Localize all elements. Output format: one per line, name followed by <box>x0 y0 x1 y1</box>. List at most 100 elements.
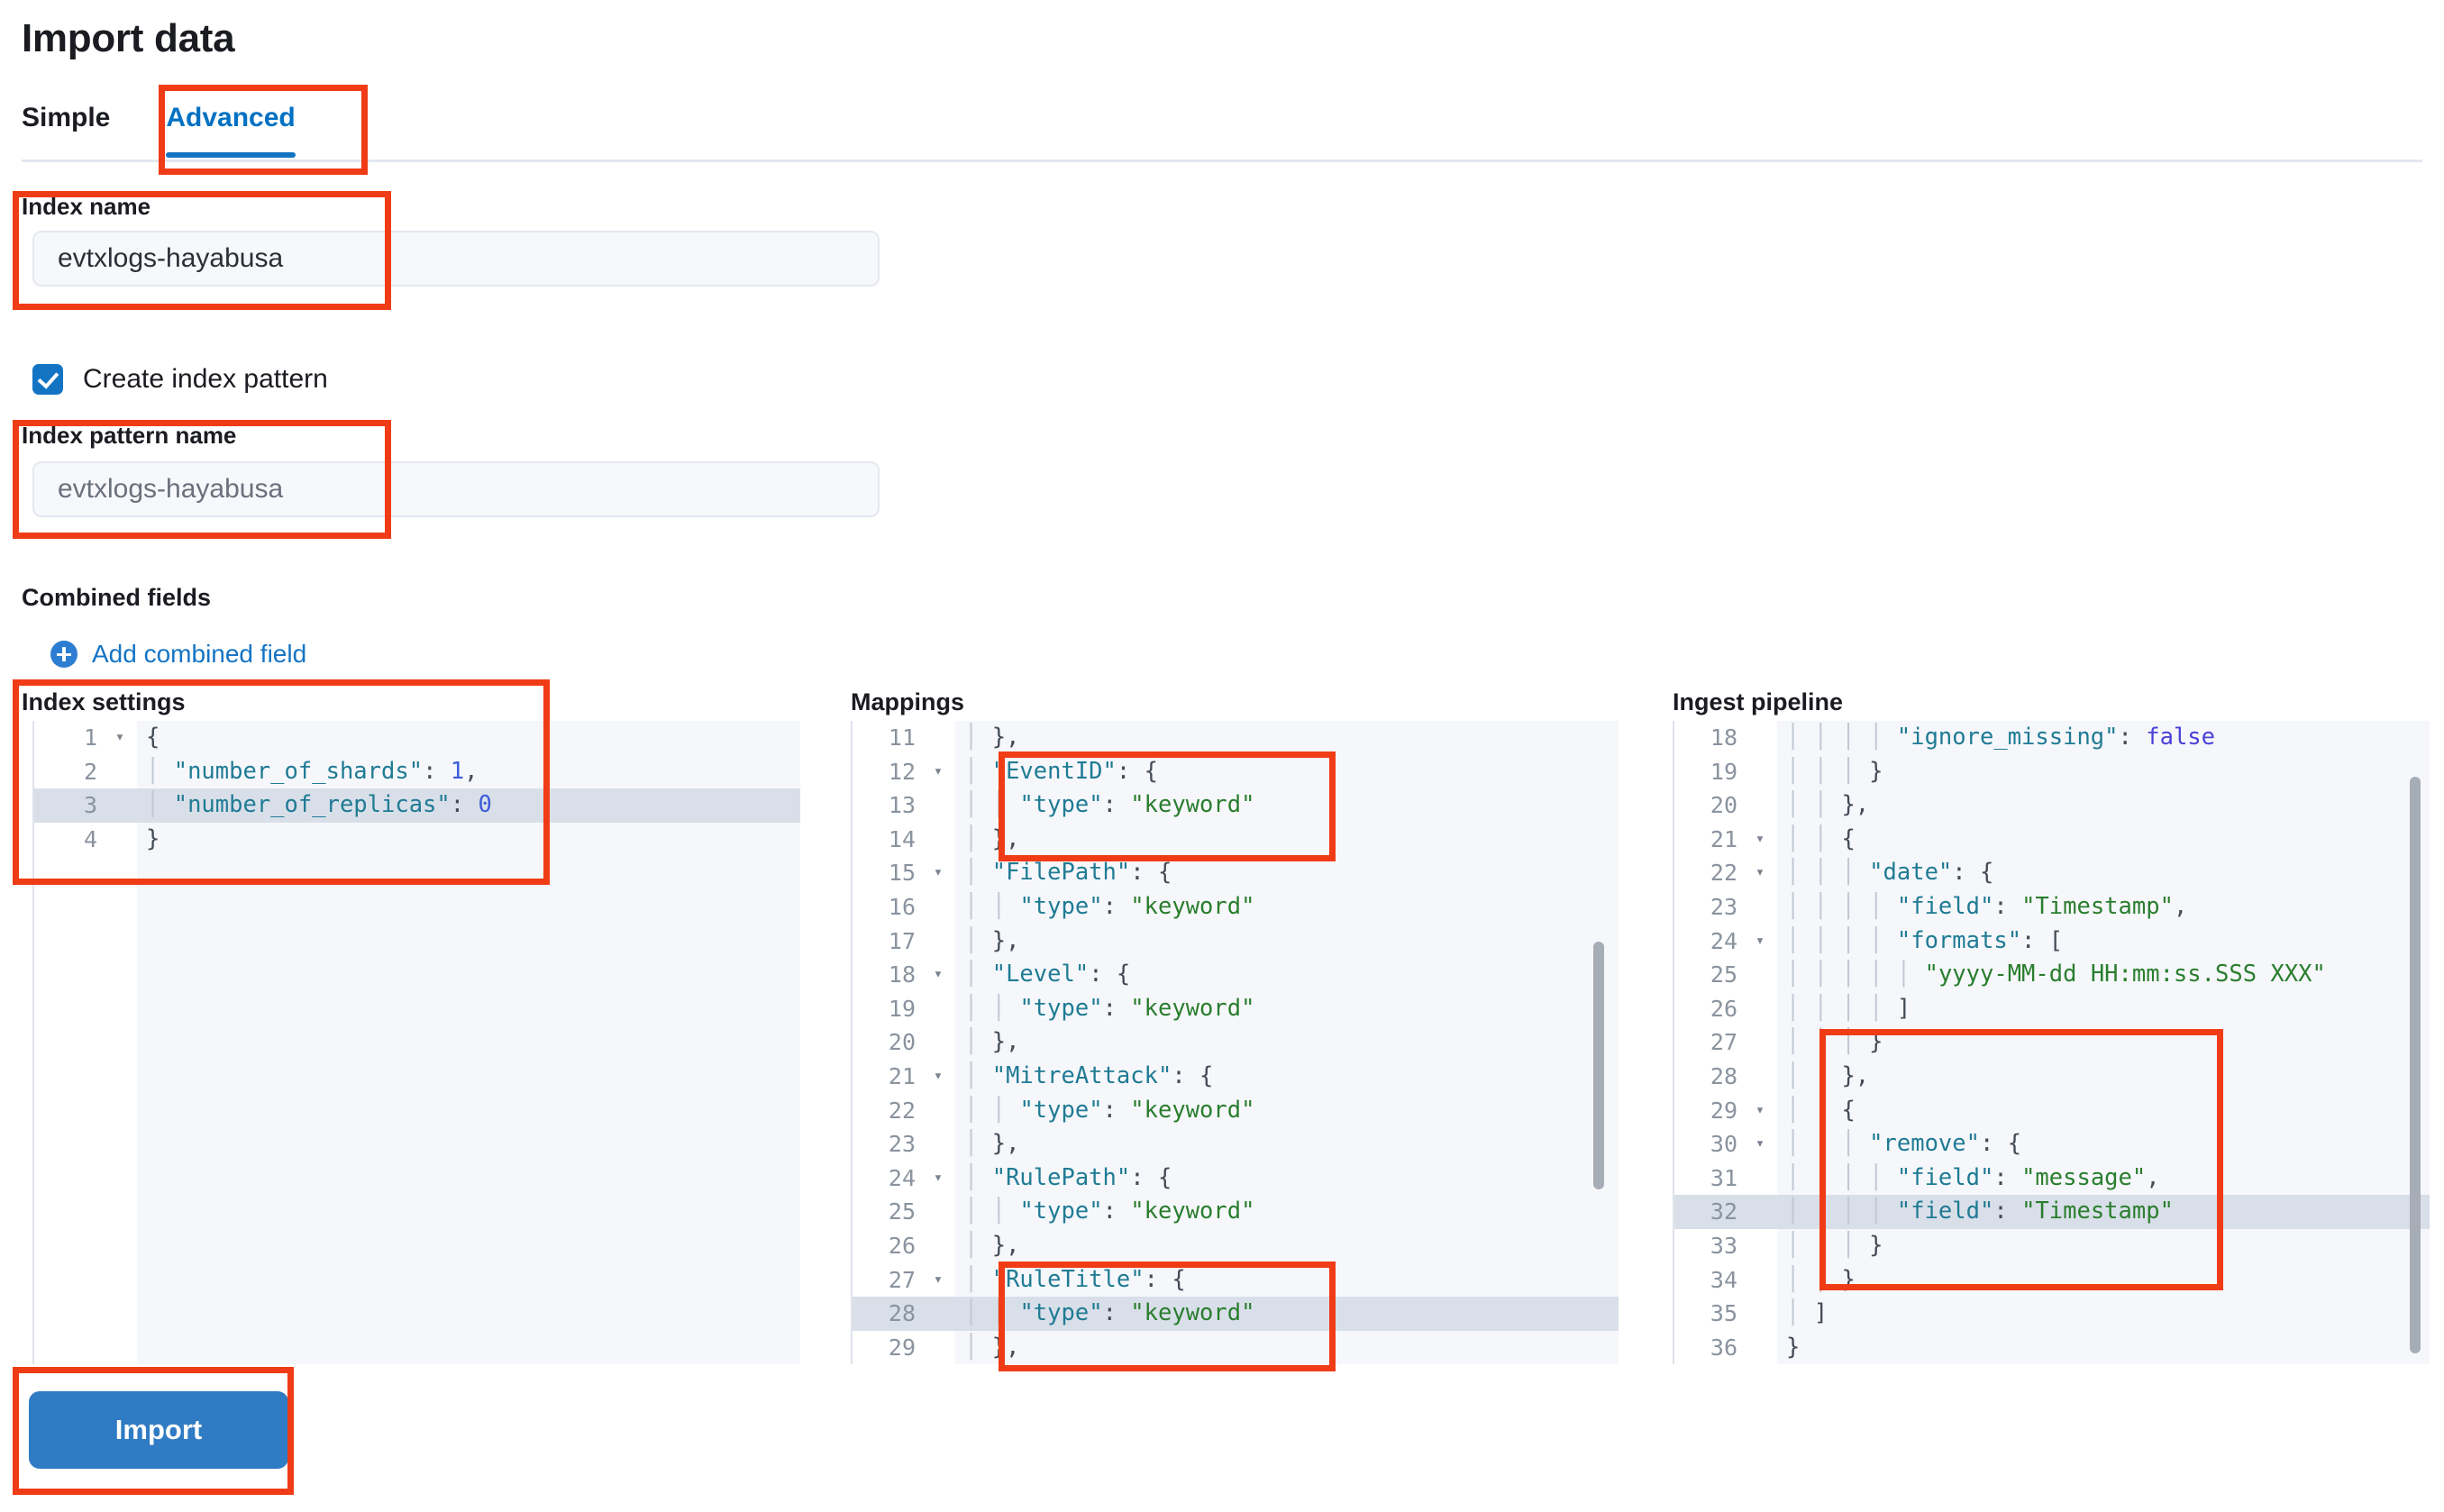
code-line[interactable]: 15 ▾ │ "FilePath": { <box>853 856 1619 890</box>
code-text: │ "EventID": { <box>964 757 1158 785</box>
code-text: │ │ "type": "keyword" <box>964 1096 1255 1124</box>
mappings-title: Mappings <box>851 688 964 715</box>
code-line[interactable]: 25│ │ │ │ │ "yyyy-MM-dd HH:mm:ss.SSS XXX… <box>1674 958 2430 992</box>
fold-arrow-icon[interactable]: ▾ <box>1755 1100 1765 1119</box>
code-line[interactable]: 20│ │ }, <box>1674 788 2430 823</box>
fold-arrow-icon[interactable]: ▾ <box>933 1066 944 1085</box>
fold-arrow-icon[interactable]: ▾ <box>933 965 944 984</box>
code-line[interactable]: 34│ │ } <box>1674 1263 2430 1298</box>
code-line[interactable]: 30▾│ │ │ "remove": { <box>1674 1127 2430 1161</box>
code-text: │ │ }, <box>1786 1061 1870 1089</box>
mappings-editor[interactable]: 11│ },12▾│ "EventID": {13│ │ "type": "ke… <box>851 721 1619 1364</box>
line-number: 23 <box>1710 893 1737 920</box>
code-text: │ │ { <box>1786 1096 1856 1124</box>
line-number: 15 <box>888 860 916 887</box>
code-line[interactable]: 21▾│ │ { <box>1674 823 2430 857</box>
code-line[interactable]: 24▾│ "RulePath": { <box>853 1161 1619 1196</box>
tab-advanced[interactable]: Advanced <box>133 97 325 158</box>
index-pattern-name-input[interactable]: evtxlogs-hayabusa <box>32 461 880 517</box>
line-number: 20 <box>1710 792 1737 819</box>
line-number: 27 <box>888 1266 916 1293</box>
code-line[interactable]: 33│ │ │ } <box>1674 1229 2430 1263</box>
line-number: 28 <box>1710 1062 1737 1089</box>
code-text: │ "FilePath": { <box>964 859 1172 887</box>
code-line[interactable]: 26│ }, <box>853 1229 1619 1263</box>
fold-arrow-icon[interactable]: ▾ <box>933 1168 944 1187</box>
create-index-pattern-row[interactable]: Create index pattern <box>32 364 328 395</box>
fold-arrow-icon[interactable]: ▾ <box>114 728 125 746</box>
code-text: │ │ │ } <box>1786 1028 1883 1056</box>
code-line[interactable]: 1▾{ <box>34 721 800 755</box>
ingest-pipeline-scrollbar-thumb[interactable] <box>2410 777 2421 1353</box>
code-line[interactable]: 22▾│ │ │ "date": { <box>1674 856 2430 890</box>
code-line[interactable]: 14│ }, <box>853 823 1619 857</box>
code-text: │ "MitreAttack": { <box>964 1061 1214 1089</box>
code-line[interactable]: 32│ │ │ │ "field": "Timestamp" <box>1674 1195 2430 1229</box>
code-line[interactable]: 13│ │ "type": "keyword" <box>853 788 1619 823</box>
code-line[interactable]: 18▾│ "Level": { <box>853 958 1619 992</box>
code-line[interactable]: 20│ }, <box>853 1025 1619 1060</box>
code-line[interactable]: 29 │ }, <box>853 1331 1619 1364</box>
fold-arrow-icon[interactable]: ▾ <box>1755 1134 1765 1153</box>
code-text: │ "number_of_replicas": 0 <box>146 791 492 819</box>
import-button[interactable]: Import <box>29 1391 288 1469</box>
code-line[interactable]: 18│ │ │ │ "ignore_missing": false <box>1674 721 2430 755</box>
code-line[interactable]: 16│ │ "type": "keyword" <box>853 890 1619 925</box>
code-line[interactable]: 12▾│ "EventID": { <box>853 755 1619 789</box>
add-combined-field-button[interactable]: Add combined field <box>50 640 306 669</box>
code-line[interactable]: 28 │ │ }, <box>1674 1060 2430 1094</box>
line-number: 28 <box>888 1300 916 1327</box>
tab-simple[interactable]: Simple <box>22 103 111 132</box>
code-line[interactable]: 17│ }, <box>853 925 1619 959</box>
code-line[interactable]: 29▾│ │ { <box>1674 1094 2430 1128</box>
fold-arrow-icon[interactable]: ▾ <box>1755 931 1765 950</box>
code-line[interactable]: 19│ │ │ } <box>1674 755 2430 789</box>
fold-arrow-icon[interactable]: ▾ <box>933 863 944 882</box>
code-line[interactable]: 28 │ │ "type": "keyword" <box>853 1297 1619 1331</box>
mappings-scrollbar-thumb[interactable] <box>1593 942 1604 1189</box>
code-line[interactable]: 36} <box>1674 1331 2430 1364</box>
line-number: 4 <box>83 825 97 852</box>
fold-arrow-icon[interactable]: ▾ <box>933 1270 944 1289</box>
line-number: 33 <box>1710 1232 1737 1259</box>
line-number: 1 <box>83 724 97 751</box>
code-line[interactable]: 23│ }, <box>853 1127 1619 1161</box>
code-text: │ │ │ "remove": { <box>1786 1130 2022 1158</box>
code-line[interactable]: 23│ │ │ │ "field": "Timestamp", <box>1674 890 2430 925</box>
code-line[interactable]: 22│ │ "type": "keyword" <box>853 1094 1619 1128</box>
code-text: │ │ "type": "keyword" <box>964 791 1255 819</box>
code-line[interactable]: 27 ▾ │ "RuleTitle": { <box>853 1263 1619 1298</box>
code-line[interactable]: 26│ │ │ │ ] <box>1674 992 2430 1026</box>
index-settings-editor[interactable]: 1▾{2│ "number_of_shards": 1,3│ "number_o… <box>32 721 800 1364</box>
code-text: │ "number_of_shards": 1, <box>146 757 479 785</box>
index-name-input[interactable]: evtxlogs-hayabusa <box>32 231 880 287</box>
code-line[interactable]: 24▾│ │ │ │ "formats": [ <box>1674 925 2430 959</box>
code-line[interactable]: 4} <box>34 823 800 857</box>
line-number: 19 <box>1710 758 1737 785</box>
combined-fields-label: Combined fields <box>22 584 212 611</box>
code-text: │ }, <box>964 1333 1020 1361</box>
code-text: │ │ "type": "keyword" <box>964 1299 1255 1327</box>
code-line[interactable]: 27│ │ │ } <box>1674 1025 2430 1060</box>
code-line[interactable]: 3│ "number_of_replicas": 0 <box>34 788 800 823</box>
code-line[interactable]: 35│ ] <box>1674 1297 2430 1331</box>
fold-arrow-icon[interactable]: ▾ <box>1755 863 1765 882</box>
line-number: 31 <box>1710 1164 1737 1191</box>
line-number: 29 <box>888 1334 916 1361</box>
code-line[interactable]: 21▾│ "MitreAttack": { <box>853 1060 1619 1094</box>
code-line[interactable]: 2│ "number_of_shards": 1, <box>34 755 800 789</box>
code-line[interactable]: 25│ │ "type": "keyword" <box>853 1195 1619 1229</box>
line-number: 34 <box>1710 1266 1737 1293</box>
line-number: 25 <box>1710 961 1737 988</box>
create-index-pattern-checkbox[interactable] <box>32 364 63 395</box>
code-text: │ "RuleTitle": { <box>964 1265 1186 1293</box>
code-text: │ │ │ "date": { <box>1786 859 1994 887</box>
code-text: │ }, <box>964 1231 1020 1259</box>
fold-arrow-icon[interactable]: ▾ <box>933 761 944 780</box>
code-line[interactable]: 19│ │ "type": "keyword" <box>853 992 1619 1026</box>
fold-arrow-icon[interactable]: ▾ <box>1755 829 1765 848</box>
code-line[interactable]: 11│ }, <box>853 721 1619 755</box>
code-line[interactable]: 31│ │ │ │ "field": "message", <box>1674 1161 2430 1196</box>
create-index-pattern-label: Create index pattern <box>83 364 328 394</box>
